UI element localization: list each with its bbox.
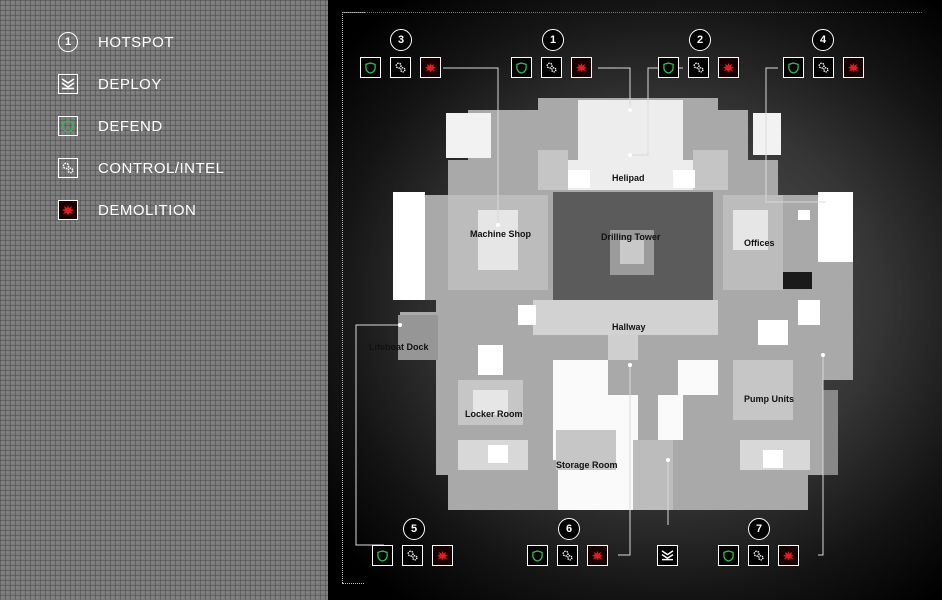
legend-item-deploy: DEPLOY [58, 72, 162, 96]
map-label-locker-room: Locker Room [465, 409, 523, 419]
hotspot-4-control-gears-icon[interactable] [813, 57, 834, 78]
map-label-lifeboat-dock: Lifeboat Dock [369, 342, 429, 352]
hotspot-7-defend-shield-icon[interactable] [718, 545, 739, 566]
hotspot-number-glyph: 1 [64, 36, 72, 48]
gears-icon [58, 158, 78, 178]
hotspot-1-control-gears-icon[interactable] [541, 57, 562, 78]
legend-label-deploy: DEPLOY [98, 75, 162, 93]
hotspot-6-control-gears-icon[interactable] [557, 545, 578, 566]
explosion-icon [58, 200, 78, 220]
hotspot-5[interactable]: 5 [403, 518, 425, 540]
legend-panel: 1 HOTSPOT DEPLOY DEFEND CONTROL/INTEL [0, 0, 328, 600]
legend-label-hotspot: HOTSPOT [98, 33, 175, 51]
map-label-drilling-tower: Drilling Tower [601, 232, 661, 242]
hotspot-7-control-gears-icon[interactable] [748, 545, 769, 566]
map-label-hallway: Hallway [612, 322, 646, 332]
hotspot-6-number: 6 [565, 523, 573, 535]
legend-item-defend: DEFEND [58, 114, 163, 138]
hotspot-2-control-gears-icon[interactable] [688, 57, 709, 78]
hotspot-2-defend-shield-icon[interactable] [658, 57, 679, 78]
deploy-point-chevron-icon[interactable] [657, 545, 678, 566]
hotspot-5-control-gears-icon[interactable] [402, 545, 423, 566]
hotspot-2-demolition-explosion-icon[interactable] [718, 57, 739, 78]
frame-bottom-left [342, 583, 364, 585]
hotspot-1-number: 1 [549, 34, 557, 46]
map-area: Helipad Machine Shop Drilling Tower Offi… [328, 0, 942, 600]
hotspot-1[interactable]: 1 [542, 29, 564, 51]
hotspot-7[interactable]: 7 [748, 518, 770, 540]
hotspot-4-demolition-explosion-icon[interactable] [843, 57, 864, 78]
legend-item-hotspot: 1 HOTSPOT [58, 30, 174, 54]
legend-label-defend: DEFEND [98, 117, 163, 135]
hotspot-1-defend-shield-icon[interactable] [511, 57, 532, 78]
legend-item-demolition: DEMOLITION [58, 198, 196, 222]
deploy-chevron-icon [58, 74, 78, 94]
map-label-helipad: Helipad [612, 173, 645, 183]
hotspot-5-demolition-explosion-icon[interactable] [432, 545, 453, 566]
hotspot-4-number: 4 [819, 34, 827, 46]
map-label-machine-shop: Machine Shop [470, 229, 532, 239]
hotspot-7-number: 7 [755, 523, 763, 535]
hotspot-3-control-gears-icon[interactable] [390, 57, 411, 78]
hotspot-4-defend-shield-icon[interactable] [783, 57, 804, 78]
hotspot-2-number: 2 [696, 34, 704, 46]
leader-dots [398, 108, 830, 462]
legend-label-control: CONTROL/INTEL [98, 159, 225, 177]
floor-plan [355, 67, 853, 556]
leader-lines [355, 67, 828, 556]
hotspot-number-icon: 1 [58, 32, 78, 52]
hotspot-4[interactable]: 4 [812, 29, 834, 51]
hotspot-3-defend-shield-icon[interactable] [360, 57, 381, 78]
map-label-offices: Offices [744, 238, 775, 248]
map-label-storage-room: Storage Room [556, 460, 618, 470]
hotspot-6-defend-shield-icon[interactable] [527, 545, 548, 566]
hotspot-7-demolition-explosion-icon[interactable] [778, 545, 799, 566]
hotspot-3[interactable]: 3 [390, 29, 412, 51]
legend-label-demolition: DEMOLITION [98, 201, 197, 219]
hotspot-3-demolition-explosion-icon[interactable] [420, 57, 441, 78]
hotspot-1-demolition-explosion-icon[interactable] [571, 57, 592, 78]
hotspot-5-defend-shield-icon[interactable] [372, 545, 393, 566]
legend-item-control: CONTROL/INTEL [58, 156, 225, 180]
hotspot-6-demolition-explosion-icon[interactable] [587, 545, 608, 566]
hotspot-2[interactable]: 2 [689, 29, 711, 51]
shield-icon [58, 116, 78, 136]
hotspot-5-number: 5 [410, 523, 418, 535]
hotspot-6[interactable]: 6 [558, 518, 580, 540]
map-label-pump-units: Pump Units [744, 394, 795, 404]
frame-top [342, 12, 922, 14]
hotspot-3-number: 3 [397, 34, 405, 46]
building-outline [393, 98, 853, 510]
